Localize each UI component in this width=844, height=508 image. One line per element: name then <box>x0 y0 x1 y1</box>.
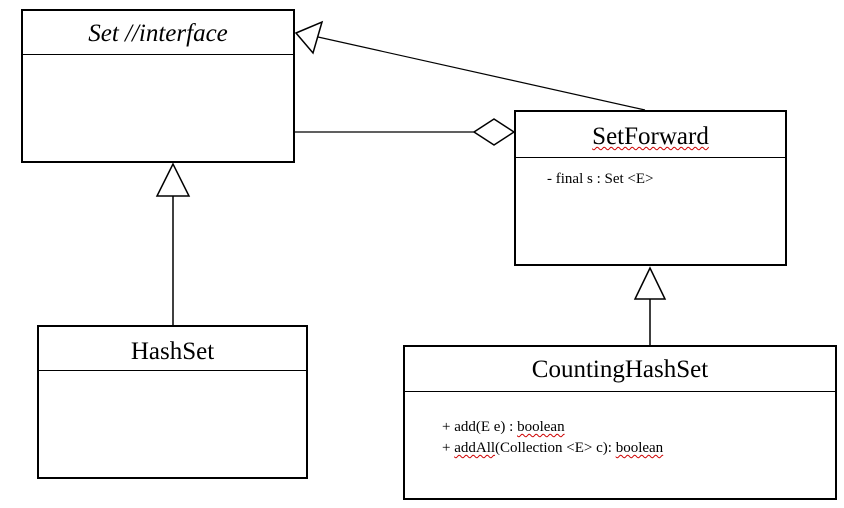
countinghashset-generalization-arrowhead <box>633 266 667 300</box>
method-addall-name: addAll <box>454 440 496 456</box>
setforward-class-header: SetForward <box>516 112 785 158</box>
method-addall-return-type: boolean <box>615 440 664 456</box>
method-addall-visibility: + <box>442 440 455 456</box>
set-inheritance-arrowhead <box>294 20 324 55</box>
countinghashset-class-name: CountingHashSet <box>531 356 709 383</box>
countinghashset-class-header: CountingHashSet <box>405 347 835 392</box>
set-class-header: Set //interface <box>23 11 293 55</box>
aggregation-diamond <box>472 118 516 146</box>
method-add-signature: + add(E e) : <box>442 419 518 435</box>
set-class-name: Set //interface <box>88 20 228 47</box>
hashset-class-header: HashSet <box>39 327 306 371</box>
method-addall: + addAll(Collection <E> c): boolean <box>442 441 663 456</box>
hashset-class-name: HashSet <box>130 338 215 365</box>
method-add-return-type: boolean <box>517 419 565 435</box>
setforward-class-name: SetForward <box>592 123 709 150</box>
method-add: + add(E e) : boolean <box>442 420 565 435</box>
method-addall-params: (Collection <E> c): <box>495 440 616 456</box>
setforward-field-s: - final s : Set <E> <box>547 171 654 187</box>
setforward-to-set-line <box>317 36 646 111</box>
setforward-class[interactable]: SetForward - final s : Set <E> <box>514 110 787 266</box>
set-interface-class[interactable]: Set //interface <box>21 9 295 163</box>
countinghashset-class[interactable]: CountingHashSet + add(E e) : boolean + a… <box>403 345 837 500</box>
hashset-class[interactable]: HashSet <box>37 325 308 479</box>
hashset-generalization-arrowhead <box>155 162 191 197</box>
